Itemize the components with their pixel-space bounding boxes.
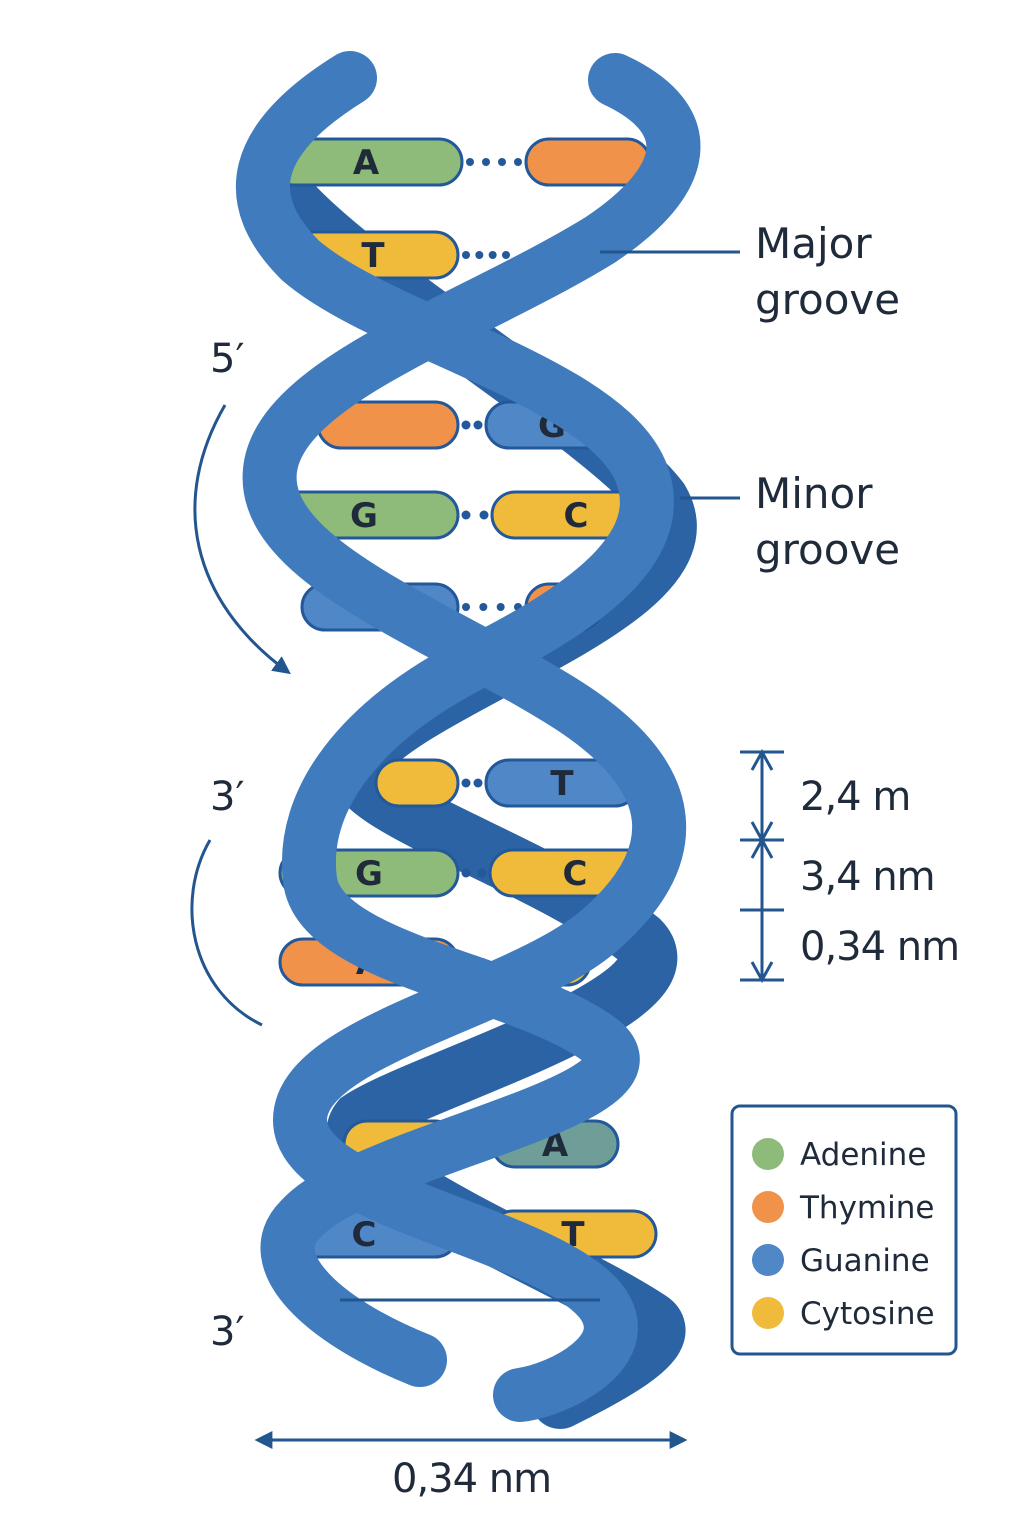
base-left-6 <box>374 758 460 808</box>
hydrogen-bond-dot <box>479 510 489 520</box>
minor-groove-line-1: Minor <box>755 469 873 518</box>
base-right-label-4: C <box>564 496 589 536</box>
hydrogen-bond-dot <box>477 868 487 878</box>
hydrogen-bond-dot <box>462 603 470 611</box>
base-left-label-4: G <box>350 496 378 536</box>
hydrogen-bond-dot <box>498 158 506 166</box>
base-right-1 <box>524 137 652 187</box>
hydrogen-bond-dot <box>462 251 470 259</box>
base-right-label-7: C <box>563 854 588 894</box>
hydrogen-bond-dot <box>473 778 483 788</box>
legend-item-thymine: Thymine <box>752 1190 934 1226</box>
hydrogen-bond-dot <box>514 158 522 166</box>
legend-swatch <box>752 1191 784 1223</box>
base-pair-1: A <box>268 137 652 187</box>
hydrogen-bond-dot <box>473 420 483 430</box>
end-label-5-prime: 5′ <box>210 336 245 382</box>
direction-arc-bottom <box>190 839 263 1027</box>
legend-label: Cytosine <box>800 1296 935 1332</box>
front-strand-ribbon-2 <box>242 53 701 1422</box>
dimension-arrow-3-bottom <box>750 961 774 984</box>
end-label-3-prime-mid: 3′ <box>210 774 245 820</box>
legend-item-cytosine: Cytosine <box>752 1296 935 1332</box>
major-groove-label: Major groove <box>755 219 900 324</box>
dimension-arrow-2-top <box>750 836 774 859</box>
base-pair-6: T <box>374 758 640 808</box>
base-left-label-10: C <box>352 1215 377 1255</box>
hydrogen-bond-dot <box>502 251 510 259</box>
legend-item-adenine: Adenine <box>752 1137 926 1173</box>
base-right-label-6: T <box>550 764 574 804</box>
hydrogen-bond-dot <box>461 510 471 520</box>
groove-callouts: Major groove Minor groove <box>600 219 900 574</box>
dimension-scale: 2,4 m 3,4 nm 0,34 nm <box>740 748 960 984</box>
legend-swatch <box>752 1138 784 1170</box>
front-strand <box>235 51 701 1422</box>
hydrogen-bond-dot <box>461 868 471 878</box>
direction-arrow-top <box>193 404 291 675</box>
end-label-3-prime-bottom: 3′ <box>210 1309 245 1355</box>
legend-swatch <box>752 1297 784 1329</box>
legend-box <box>730 1104 958 1356</box>
base-left-label-1: A <box>353 143 380 183</box>
hydrogen-bond-dot <box>466 158 474 166</box>
hydrogen-bond-dot <box>479 603 488 611</box>
width-dimension-label: 0,34 nm <box>392 1456 551 1502</box>
legend-label: Adenine <box>800 1137 926 1173</box>
dimension-label-2: 3,4 nm <box>800 854 935 900</box>
dimension-label-3: 0,34 nm <box>800 924 959 970</box>
base-left-label-2: T <box>361 236 385 276</box>
hydrogen-bond-dot <box>496 603 505 611</box>
dimension-arrow-1-top <box>750 748 774 771</box>
width-dimension: 0,34 nm <box>254 1431 688 1502</box>
major-groove-line-1: Major <box>755 219 872 268</box>
legend-swatch <box>752 1244 784 1276</box>
base-left-label-7: G <box>355 854 383 894</box>
minor-groove-line-2: groove <box>755 525 900 574</box>
legend-label: Thymine <box>799 1190 934 1226</box>
hydrogen-bond-dot <box>461 778 471 788</box>
dimension-label-1: 2,4 m <box>800 774 910 820</box>
hydrogen-bond-dot <box>482 158 490 166</box>
legend-label: Guanine <box>800 1243 930 1279</box>
hydrogen-bond-dot <box>488 251 497 259</box>
legend-item-guanine: Guanine <box>752 1243 930 1279</box>
minor-groove-label: Minor groove <box>755 469 900 574</box>
hydrogen-bond-dot <box>475 251 484 259</box>
strand-direction: 5′ 3′ 3′ <box>190 336 291 1355</box>
hydrogen-bond-dot <box>461 420 471 430</box>
major-groove-line-2: groove <box>755 275 900 324</box>
